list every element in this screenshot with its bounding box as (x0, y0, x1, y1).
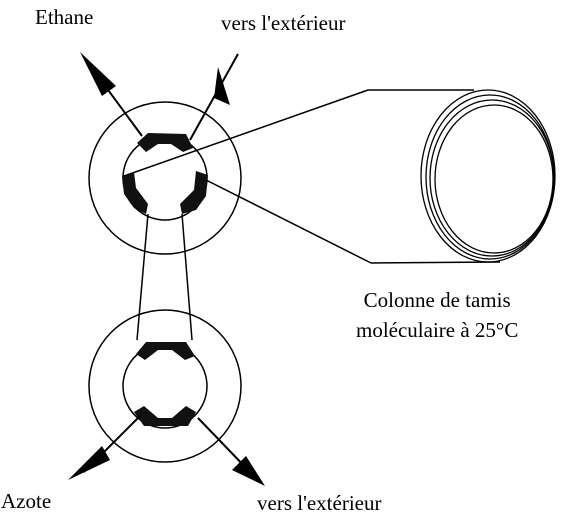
flow-arrows (68, 52, 265, 486)
bottom-valve (88, 309, 242, 463)
azote-arrowhead (68, 446, 110, 480)
column-line-upper (123, 89, 369, 177)
connecting-loop (136, 213, 193, 341)
top-valve (88, 101, 242, 255)
top-valve-port-right (180, 171, 208, 214)
ethane-arrowhead (80, 52, 116, 96)
top-outlet-line (189, 53, 239, 141)
column-bottom-edge (370, 261, 501, 264)
label-azote: Azote (1, 489, 52, 513)
column-coil (420, 89, 556, 263)
bottom-valve-port-top (136, 342, 195, 360)
top-valve-port-top (137, 133, 193, 152)
coil-turn (420, 89, 556, 263)
top-outlet-arrowhead (214, 67, 230, 105)
column-line-lower (205, 179, 372, 264)
column-connection (123, 89, 501, 264)
label-ethane: Ethane (35, 5, 94, 29)
top-valve-outer-ring (88, 101, 242, 255)
loop-tube-left (136, 213, 149, 341)
label-outlet-top: vers l'extérieur (221, 11, 346, 35)
top-valve-port-left (122, 172, 148, 214)
bottom-valve-inner-ring (122, 343, 208, 429)
loop-tube-right (181, 213, 193, 341)
bottom-valve-outer-ring (88, 309, 242, 463)
column-caption-line2: moléculaire à 25°C (356, 318, 519, 342)
column-caption-line1: Colonne de tamis (363, 288, 511, 312)
coil-turn (429, 99, 555, 257)
bottom-outlet-arrowhead (232, 456, 265, 486)
coil-turn (434, 104, 554, 254)
bottom-valve-port-bottom (134, 406, 196, 426)
label-outlet-bottom: vers l'extérieur (257, 491, 382, 515)
column-caption: Colonne de tamis moléculaire à 25°C (356, 285, 518, 345)
